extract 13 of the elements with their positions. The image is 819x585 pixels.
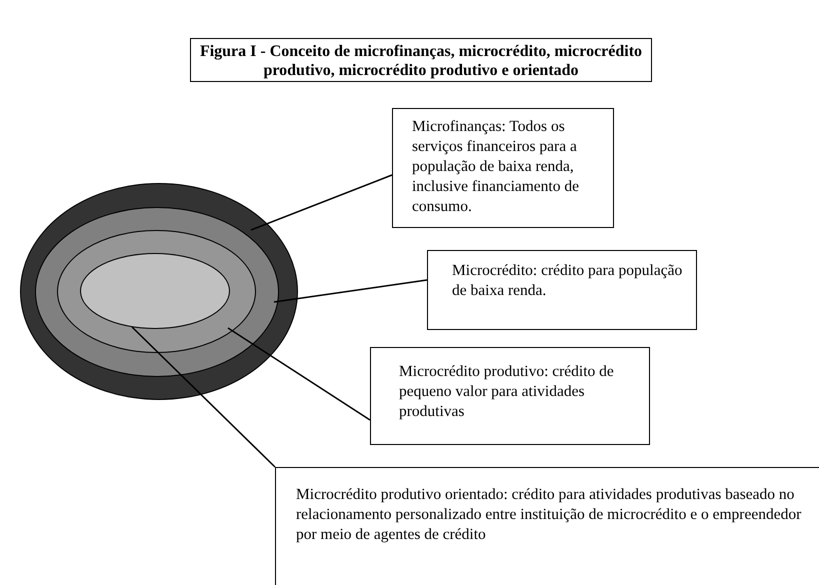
callout-text: Microcrédito produtivo orientado: crédito para atividades produtivas baseado no relacionamento personalizado entre instituição de microcrédito e o empreendedor por meio de agentes de crédito [296, 485, 802, 545]
leader-line [131, 326, 276, 468]
leader-line [250, 174, 392, 231]
callout-text: Microcrédito: crédito para população de baixa renda. [452, 261, 684, 301]
leader-line [274, 279, 428, 303]
callout-text: Microfinanças: Todos os serviços financeiros para a população de baixa renda, inclusive financiamento de consumo. [412, 117, 580, 217]
callout-box [370, 347, 650, 445]
leader-line [228, 327, 370, 421]
callout-box [275, 467, 819, 585]
callout-box [392, 108, 614, 228]
callout-text: Microcrédito produtivo: crédito de pequeno valor para atividades produtivas [399, 362, 615, 422]
title-text: Figura I - Conceito de microfinanças, microcrédito, microcrédito produtivo, microcrédito produtivo e orientado [198, 42, 644, 80]
callout-box [427, 250, 697, 330]
